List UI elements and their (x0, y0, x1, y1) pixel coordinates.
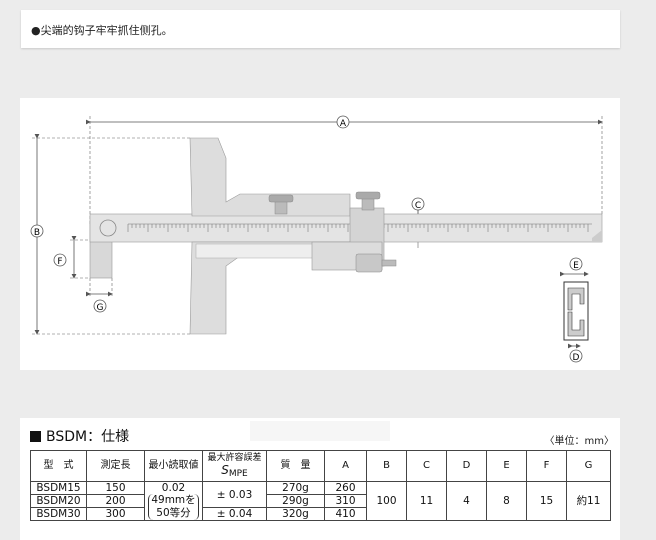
header-mpe-symbol: SMPE (221, 462, 248, 479)
dimension-drawing: A B F G C (20, 98, 620, 370)
header-e: E (486, 450, 527, 482)
header-f: F (526, 450, 567, 482)
label-e: E (573, 261, 579, 271)
cell-g: 約11 (566, 481, 611, 521)
cell-a: 310 (324, 494, 367, 508)
label-circle-e (569, 257, 583, 271)
header-mpe-top: 最大許容誤差 (207, 452, 262, 463)
caliper-body (89, 137, 603, 335)
label-circle-a (336, 115, 350, 129)
spec-title-text: BSDM：仕様 (46, 429, 130, 445)
label-circle-d (569, 349, 583, 363)
cell-mpe-first: ± 0.03 (202, 481, 267, 508)
cell-range: 200 (86, 494, 145, 508)
cell-d: 4 (446, 481, 487, 521)
label-f: F (57, 257, 62, 267)
label-c: C (415, 201, 421, 211)
label-g: G (97, 303, 104, 313)
label-d: D (573, 353, 580, 363)
header-mpe: 最大許容誤差 SMPE (202, 450, 267, 482)
header-c: C (406, 450, 447, 482)
header-model: 型 式 (30, 450, 87, 482)
label-circle-c (411, 197, 425, 211)
title-placeholder-bar (250, 421, 390, 441)
table-header-row: 型 式 測定長 最小読取値 最大許容誤差 SMPE 質 量 A B C D E … (30, 450, 611, 482)
unit-note: 〈単位：mm〉 (544, 436, 614, 447)
header-d: D (446, 450, 487, 482)
label-circle-b (30, 224, 44, 238)
cell-f: 15 (526, 481, 567, 521)
cross-section-detail: E D (560, 257, 589, 363)
header-b: B (366, 450, 407, 482)
spec-table: 型 式 測定長 最小読取値 最大許容誤差 SMPE 質 量 A B C D E … (30, 450, 611, 521)
cell-model: BSDM30 (30, 507, 87, 521)
table-row: BSDM30 300 ± 0.04 320g 410 (30, 507, 611, 521)
cell-model: BSDM15 (30, 481, 87, 495)
cell-mass: 290g (266, 494, 325, 508)
cell-range: 150 (86, 481, 145, 495)
header-g: G (566, 450, 611, 482)
label-circle-g (93, 299, 107, 313)
square-bullet-icon (30, 431, 41, 442)
header-reading: 最小読取値 (144, 450, 203, 482)
label-b: B (34, 228, 40, 238)
cell-a: 410 (324, 507, 367, 521)
label-circle-f (53, 253, 67, 267)
cell-c: 11 (406, 481, 447, 521)
cell-mass: 320g (266, 507, 325, 521)
cell-e: 8 (486, 481, 527, 521)
caliper-diagram: A B F G C (30, 115, 603, 363)
spec-section: BSDM：仕様 〈単位：mm〉 型 式 測定長 最小読取値 最大許容誤差 SMP… (20, 418, 620, 540)
header-range: 測定長 (86, 450, 145, 482)
header-mass: 質 量 (266, 450, 325, 482)
cell-b: 100 (366, 481, 407, 521)
cell-mass: 270g (266, 481, 325, 495)
cell-model: BSDM20 (30, 494, 87, 508)
spec-title: BSDM：仕様 (30, 426, 129, 446)
header-a: A (324, 450, 367, 482)
label-a: A (340, 119, 347, 129)
feature-note-text: ●尖端的钩子牢牢抓住侧孔。 (31, 24, 173, 37)
cell-range: 300 (86, 507, 145, 521)
feature-note-card: ●尖端的钩子牢牢抓住侧孔。 (21, 10, 620, 48)
cell-a: 260 (324, 481, 367, 495)
cell-mpe-third: ± 0.04 (202, 507, 267, 521)
